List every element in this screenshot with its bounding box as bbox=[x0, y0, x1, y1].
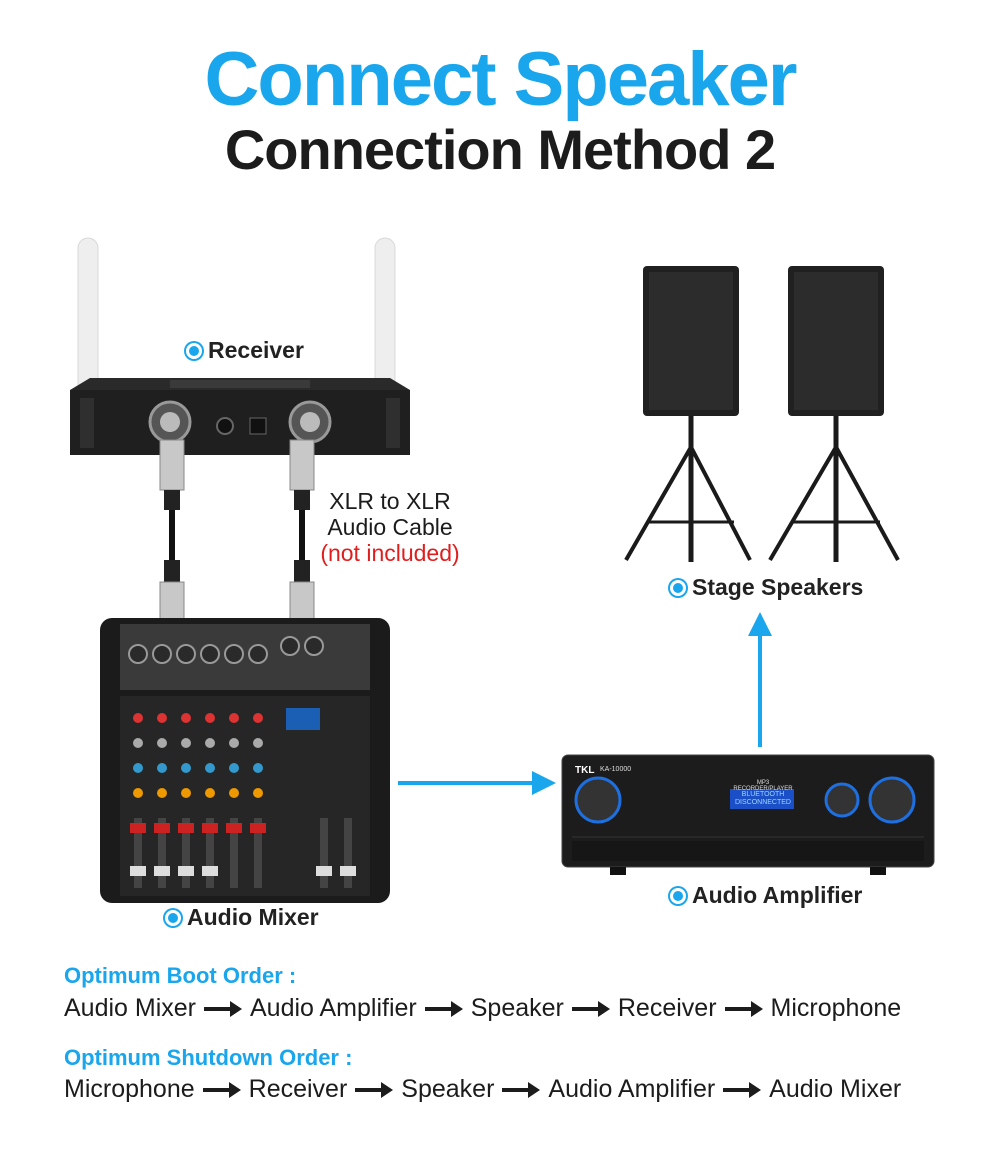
audio-mixer-label: Audio Mixer bbox=[165, 904, 319, 931]
bullet-icon bbox=[165, 909, 181, 926]
amp-knob-right bbox=[868, 776, 916, 824]
arrow-right-icon bbox=[204, 1000, 242, 1017]
stage-speakers-image bbox=[624, 266, 900, 562]
arrow-right-icon bbox=[502, 1081, 541, 1098]
audio-mixer-image bbox=[100, 618, 390, 903]
speaker-right bbox=[768, 266, 900, 562]
amp-display: BLUETOOTH DISCONNECTED bbox=[734, 791, 791, 806]
shutdown-step-3: Speaker bbox=[401, 1075, 495, 1103]
arrow-right-icon bbox=[355, 1081, 394, 1098]
shutdown-order-title: Optimum Shutdown Order : bbox=[64, 1045, 353, 1070]
speaker-left bbox=[624, 266, 752, 562]
arrow-right-icon bbox=[202, 1081, 241, 1098]
stage-speakers-label: Stage Speakers bbox=[670, 574, 863, 601]
shutdown-order-steps: Microphone Receiver Speaker Audio Amplif… bbox=[64, 1075, 901, 1104]
shutdown-step-2: Receiver bbox=[248, 1075, 348, 1103]
bullet-icon bbox=[186, 342, 202, 359]
boot-step-4: Receiver bbox=[617, 994, 717, 1022]
arrow-up-icon bbox=[748, 612, 772, 747]
arrow-right-icon bbox=[571, 1000, 610, 1017]
amp-knob-right-small bbox=[824, 782, 860, 818]
amp-knob-left bbox=[574, 776, 622, 824]
bullet-icon bbox=[670, 579, 686, 596]
arrow-right-icon bbox=[723, 1081, 762, 1098]
boot-step-5: Microphone bbox=[770, 994, 902, 1022]
cable-label-line2: Audio Cable bbox=[327, 514, 453, 540]
cable-label: XLR to XLR Audio Cable (not included) bbox=[300, 488, 480, 566]
cable-label-line1: XLR to XLR bbox=[329, 488, 451, 514]
amp-brand: TKL bbox=[575, 765, 595, 776]
shutdown-step-1: Microphone bbox=[64, 1075, 195, 1103]
boot-order-title: Optimum Boot Order : bbox=[64, 963, 297, 988]
bullet-icon bbox=[670, 887, 686, 904]
audio-amplifier-label: Audio Amplifier bbox=[670, 882, 862, 909]
boot-step-2: Audio Amplifier bbox=[250, 994, 417, 1022]
amp-player-label: MP3 RECORDER/PLAYER bbox=[733, 780, 793, 792]
arrow-right-icon bbox=[398, 771, 556, 795]
cable-label-note: (not included) bbox=[320, 540, 460, 566]
boot-order-steps: Audio Mixer Audio Amplifier Speaker Rece… bbox=[64, 994, 901, 1023]
boot-step-3: Speaker bbox=[470, 994, 564, 1022]
arrow-right-icon bbox=[424, 1000, 463, 1017]
audio-amplifier-image bbox=[561, 754, 935, 875]
amp-model: KA-10000 bbox=[600, 766, 632, 773]
page-title: Connect Speaker bbox=[204, 37, 798, 122]
boot-step-1: Audio Mixer bbox=[64, 994, 196, 1022]
shutdown-step-5: Audio Mixer bbox=[769, 1075, 902, 1103]
shutdown-step-4: Audio Amplifier bbox=[548, 1075, 716, 1103]
receiver-label: Receiver bbox=[186, 337, 304, 364]
receiver-image bbox=[70, 237, 410, 455]
page-subtitle: Connection Method 2 bbox=[224, 118, 776, 181]
arrow-right-icon bbox=[724, 1000, 763, 1017]
